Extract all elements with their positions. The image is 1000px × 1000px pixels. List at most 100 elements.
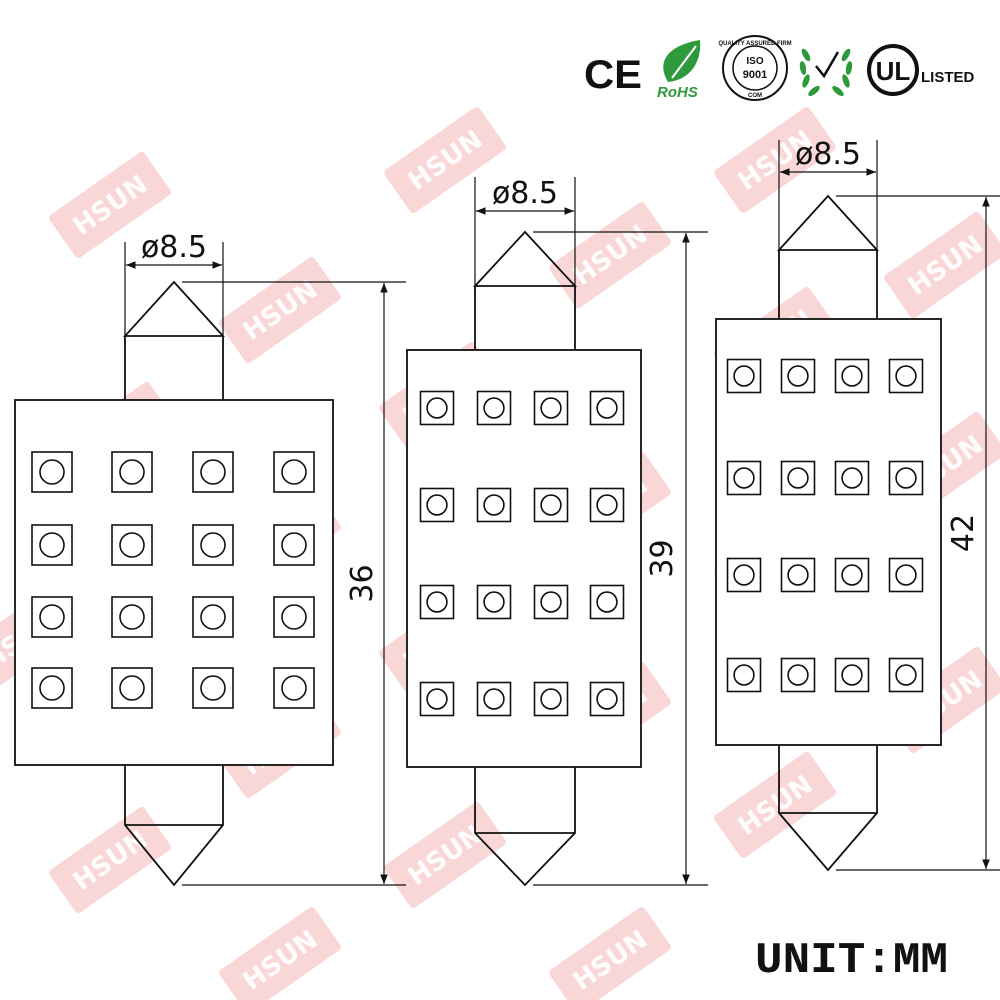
led-chip [780, 460, 816, 496]
led-chip [419, 584, 455, 620]
top-cap-neck [474, 286, 576, 350]
led-chip-frame [476, 390, 512, 426]
ul-listed-text: LISTED [921, 69, 975, 86]
led-chip-frame [780, 557, 816, 593]
led-chip [726, 657, 762, 693]
led-lens [281, 675, 307, 701]
led-chip [273, 451, 315, 493]
led-chip [834, 460, 870, 496]
check-icon [815, 51, 840, 79]
led-lens [596, 494, 618, 516]
bulb-36mm: ø8.536 [14, 230, 406, 887]
led-lens [540, 591, 562, 613]
length-label: 42 [946, 514, 981, 552]
certification-logos: CE RoHS QUALITY ASSURED FIRM ISO 9001 CO… [584, 35, 975, 101]
led-chip [31, 451, 73, 493]
diameter-label: ø8.5 [795, 137, 861, 172]
top-cap-neck [778, 250, 878, 319]
led-lens [596, 591, 618, 613]
led-chip-frame [533, 681, 569, 717]
led-chip [476, 584, 512, 620]
led-lens [426, 397, 448, 419]
led-lens [787, 564, 809, 586]
led-lens [200, 532, 226, 558]
led-chip [834, 358, 870, 394]
led-chip [834, 557, 870, 593]
bulb-39mm: ø8.539 [406, 176, 708, 887]
led-lens [733, 564, 755, 586]
led-chip-frame [888, 358, 924, 394]
led-chip [419, 390, 455, 426]
ul-mark: UL [876, 56, 911, 86]
led-lens [895, 664, 917, 686]
led-chip-frame [419, 681, 455, 717]
led-chip [476, 390, 512, 426]
led-chip-frame [589, 487, 625, 523]
led-chip-frame [533, 390, 569, 426]
led-chip [192, 596, 234, 638]
watermark-stamp: HSUN [884, 212, 1000, 318]
led-chip [780, 657, 816, 693]
led-chip-frame [192, 596, 234, 638]
led-chip [834, 657, 870, 693]
led-chip [192, 667, 234, 709]
led-lens [483, 591, 505, 613]
led-chip [476, 681, 512, 717]
led-lens [200, 675, 226, 701]
led-chip-frame [834, 358, 870, 394]
led-chip-frame [31, 596, 73, 638]
led-chip-frame [834, 460, 870, 496]
led-chip [419, 487, 455, 523]
watermark-stamp: HSUN [549, 907, 671, 1000]
rohs-logo: RoHS [657, 40, 701, 101]
led-chip [888, 557, 924, 593]
led-lens [483, 688, 505, 710]
bottom-cap [124, 765, 224, 887]
led-chip-frame [273, 524, 315, 566]
led-lens [841, 467, 863, 489]
led-chip [111, 524, 153, 566]
led-lens [426, 494, 448, 516]
length-label: 39 [645, 539, 680, 577]
led-chip-frame [111, 524, 153, 566]
iso-seal-caption: QUALITY ASSURED FIRM [718, 41, 791, 47]
led-lens [281, 532, 307, 558]
iso-seal-number: 9001 [743, 69, 767, 81]
led-chip [111, 667, 153, 709]
led-chip-frame [192, 524, 234, 566]
led-chip-frame [533, 584, 569, 620]
top-cap-tip [472, 230, 578, 287]
led-chip [533, 487, 569, 523]
bottom-cap [474, 767, 576, 887]
led-chip-frame [589, 584, 625, 620]
led-lens [841, 365, 863, 387]
led-chip [589, 681, 625, 717]
led-chip-frame [31, 667, 73, 709]
led-chip-frame [273, 451, 315, 493]
led-chip [419, 681, 455, 717]
ul-listed-logo: UL LISTED [867, 44, 975, 96]
led-chip-frame [726, 657, 762, 693]
rohs-text: RoHS [657, 84, 698, 101]
led-lens [426, 591, 448, 613]
led-lens [426, 688, 448, 710]
led-chip-frame [888, 557, 924, 593]
top-cap-tip [776, 194, 880, 251]
led-chip [726, 557, 762, 593]
led-lens [39, 604, 65, 630]
led-lens [119, 459, 145, 485]
led-chip [273, 596, 315, 638]
laurel-check-logo [799, 48, 853, 97]
led-lens [895, 467, 917, 489]
led-chip-frame [533, 487, 569, 523]
watermark-stamp: HSUN [384, 802, 506, 908]
led-chip [726, 358, 762, 394]
watermark-stamp: HSUN [219, 257, 341, 363]
led-chip [533, 584, 569, 620]
led-chip-frame [192, 451, 234, 493]
iso-seal-label: ISO [746, 56, 763, 67]
led-chip [888, 657, 924, 693]
led-lens [39, 675, 65, 701]
